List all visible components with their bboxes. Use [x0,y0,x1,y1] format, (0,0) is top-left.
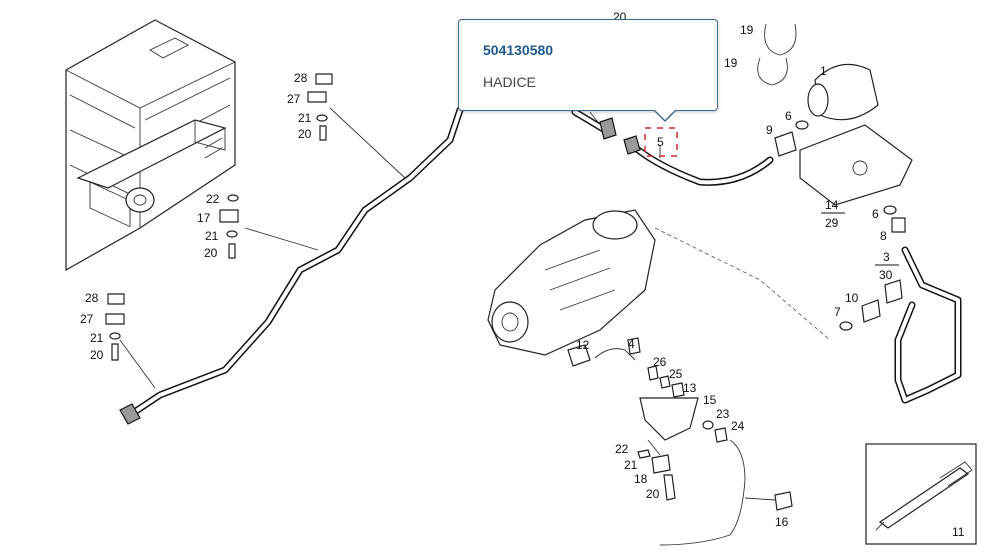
callout-28-a[interactable]: 28 [294,71,308,85]
callout-11[interactable]: 11 [952,525,965,539]
callout-21-c[interactable]: 21 [90,331,104,345]
callout-4[interactable]: 4 [628,337,635,351]
callout-6-a[interactable]: 6 [785,109,792,123]
hose-part-5 [571,108,774,186]
leader-lines [119,107,661,389]
callout-1[interactable]: 1 [820,64,827,78]
callout-13[interactable]: 13 [683,381,697,395]
callout-12[interactable]: 12 [576,338,590,352]
callout-28-b[interactable]: 28 [85,291,99,305]
callout-22-a[interactable]: 22 [206,192,220,206]
callout-20-a[interactable]: 20 [298,127,312,141]
callout-25[interactable]: 25 [669,367,683,381]
inset-cable-tie [865,443,977,545]
callout-20-d[interactable]: 20 [646,487,660,501]
callout-19-a[interactable]: 19 [740,23,754,37]
callout-22-b[interactable]: 22 [615,442,629,456]
callout-16[interactable]: 16 [775,515,789,529]
clip-set-middle [219,194,239,259]
callout-9[interactable]: 9 [766,123,773,137]
callout-26[interactable]: 26 [653,355,667,369]
callout-21-d[interactable]: 21 [624,458,638,472]
callout-10[interactable]: 10 [845,291,859,305]
callout-20-c[interactable]: 20 [90,348,104,362]
clip-set-top [307,73,333,141]
callout-14[interactable]: 14 [825,198,839,212]
callout-5[interactable]: 5 [657,135,664,149]
callout-20-b[interactable]: 20 [204,246,218,260]
callout-30[interactable]: 30 [879,268,893,282]
long-pipe [119,106,464,425]
callout-17[interactable]: 17 [197,211,211,225]
callout-21-b[interactable]: 21 [205,229,219,243]
tooltip-part-number[interactable]: 504130580 [483,42,554,58]
lower-assembly [567,337,793,546]
tooltip-description: HADICE [483,74,536,90]
clip-set-bottom [105,293,125,361]
upper-right-parts [757,23,962,404]
part-tooltip: 504130580 HADICE [458,19,718,111]
callout-19-b[interactable]: 19 [724,56,738,70]
steering-gearbox [487,209,831,356]
callout-27-b[interactable]: 27 [80,312,94,326]
callout-15[interactable]: 15 [703,393,717,407]
callout-3[interactable]: 3 [883,250,890,264]
callout-8[interactable]: 8 [880,229,887,243]
selected-part-highlight [644,127,678,157]
callout-6-b[interactable]: 6 [872,207,879,221]
callout-21-a[interactable]: 21 [298,111,312,125]
callout-7[interactable]: 7 [834,305,841,319]
callout-23[interactable]: 23 [716,407,730,421]
bus-illustration [65,19,236,272]
callout-18[interactable]: 18 [634,472,648,486]
callout-24[interactable]: 24 [731,419,745,433]
callout-27-a[interactable]: 27 [287,92,301,106]
callout-29[interactable]: 29 [825,216,839,230]
